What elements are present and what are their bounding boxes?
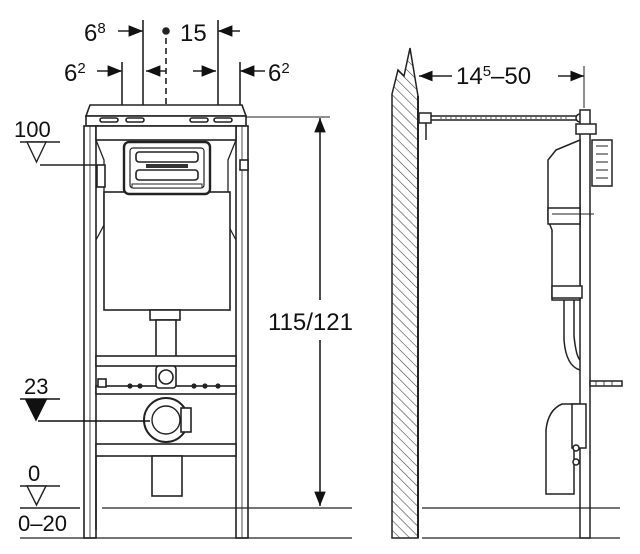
depth-label: 145–50 [456, 63, 531, 90]
water-inlet [155, 365, 177, 389]
dim-top-left: 68 [84, 20, 106, 47]
wall-bracket [418, 112, 585, 140]
front-view [20, 20, 352, 539]
top-dimension-lines [97, 20, 265, 110]
rail-upper [95, 355, 237, 367]
dim-top-right: 15 [180, 20, 207, 47]
side-pipework [545, 300, 623, 495]
top-plate [84, 104, 248, 117]
frame-uprights [83, 125, 249, 539]
cistern [103, 191, 231, 311]
level-label-0: 0 [28, 461, 40, 486]
level-marker-0 [20, 485, 80, 509]
floor-range-label: 0–20 [18, 511, 67, 536]
level-label-23: 23 [24, 374, 48, 399]
side-view [391, 47, 623, 539]
rail-lower [95, 443, 237, 457]
wall-section [391, 47, 419, 539]
height-label: 115/121 [268, 309, 353, 336]
drain-connector [143, 397, 192, 443]
level-marker-23 [20, 398, 150, 422]
level-marker-100 [20, 141, 96, 166]
dim-mid-right: 62 [268, 60, 290, 87]
dim-mid-left: 62 [64, 60, 86, 87]
frame-profile [575, 109, 613, 539]
level-label-100: 100 [14, 117, 51, 142]
flush-plate [122, 140, 212, 196]
cistern-side [547, 138, 594, 301]
